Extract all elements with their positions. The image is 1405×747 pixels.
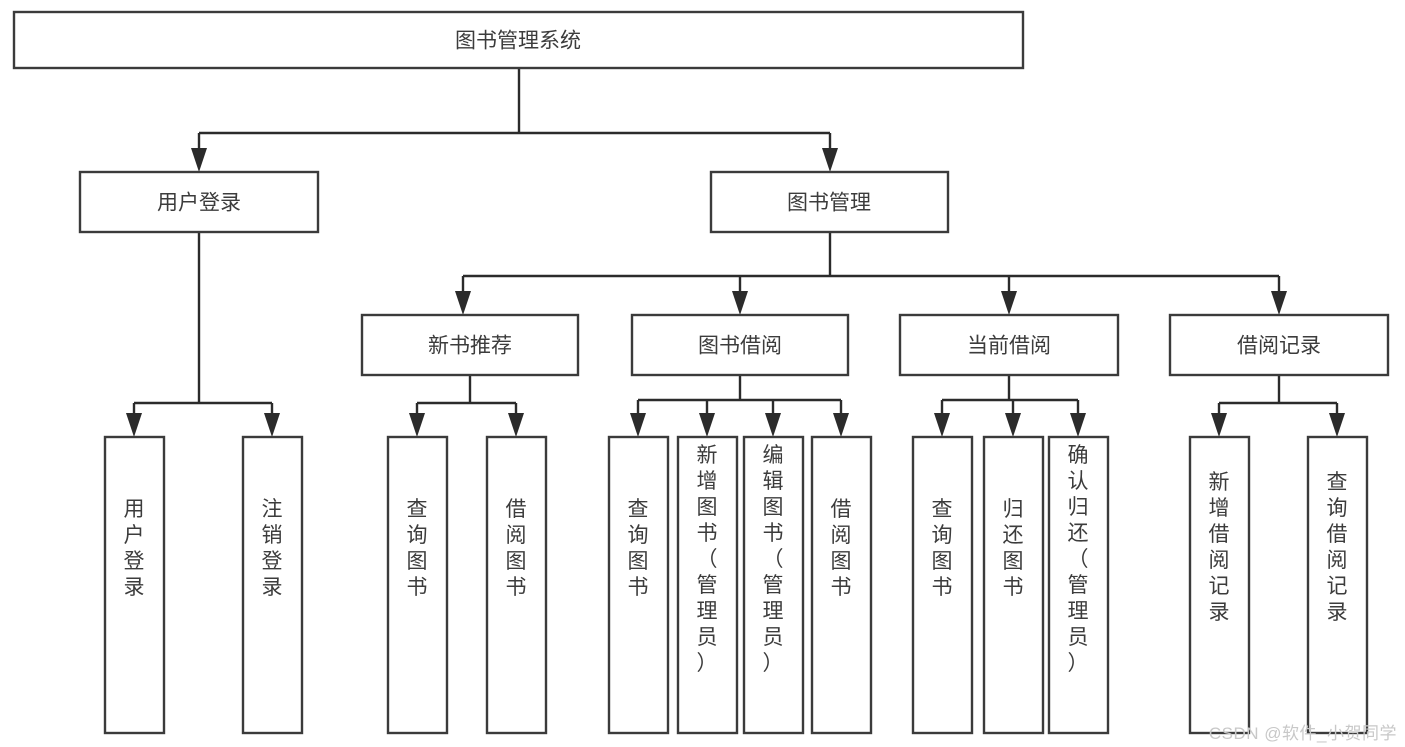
node-book-management[interactable]: 图书管理 [709, 170, 950, 234]
node-user-login-box[interactable] [78, 170, 320, 234]
node-leaf-return-book-label: 归还图书 [1003, 498, 1024, 599]
node-leaf-borrow-book-nbr[interactable]: 借阅图书 [485, 435, 548, 735]
arrowhead-leaf-user-login [126, 413, 142, 437]
node-book-borrow[interactable]: 图书借阅 [630, 313, 850, 377]
node-leaf-edit-book-admin-box[interactable] [742, 435, 805, 735]
node-leaf-query-book-nbr-label: 查询图书 [407, 498, 428, 599]
node-leaf-logout[interactable]: 注销登录 [241, 435, 304, 735]
node-leaf-borrow-book-nbr-box[interactable] [485, 435, 548, 735]
node-current-borrow-label: 当前借阅 [967, 335, 1051, 358]
arrowhead-cb-leaf2 [1005, 413, 1021, 437]
node-book-borrow-label: 图书借阅 [698, 335, 782, 358]
node-leaf-add-borrow-record-label: 新增借阅记录 [1209, 471, 1230, 624]
node-leaf-add-borrow-record-box[interactable] [1188, 435, 1251, 735]
arrowhead-bb-leaf3 [765, 413, 781, 437]
csdn-watermark: CSDN @软件_小贺同学 [1208, 724, 1397, 743]
node-book-management-box[interactable] [709, 170, 950, 234]
connector-layer [126, 68, 1345, 437]
node-leaf-query-book-cb-label: 查询图书 [932, 498, 953, 599]
node-leaf-query-borrow-record-box[interactable] [1306, 435, 1369, 735]
node-leaf-logout-box[interactable] [241, 435, 304, 735]
node-leaf-user-login[interactable]: 用户登录 [103, 435, 166, 735]
node-leaf-query-book-bb-label: 查询图书 [628, 498, 649, 599]
node-root-system-box[interactable] [12, 10, 1025, 70]
arrowhead-cb-leaf1 [934, 413, 950, 437]
arrowhead-user-login [191, 148, 207, 172]
node-leaf-confirm-return-admin-box[interactable] [1047, 435, 1110, 735]
node-root-system-label: 图书管理系统 [455, 30, 581, 53]
arrowhead-book-mgmt [822, 148, 838, 172]
node-leaf-edit-book-admin-label: 编辑图书（管理员） [763, 444, 784, 675]
node-current-borrow[interactable]: 当前借阅 [898, 313, 1120, 377]
node-new-book-recommend-label: 新书推荐 [428, 335, 512, 358]
node-leaf-borrow-book-bb-label: 借阅图书 [831, 498, 852, 599]
node-user-login[interactable]: 用户登录 [78, 170, 320, 234]
node-leaf-borrow-book-nbr-label: 借阅图书 [506, 498, 527, 599]
node-leaf-add-book-admin[interactable]: 新增图书（管理员） [676, 435, 739, 735]
node-user-login-label: 用户登录 [157, 192, 241, 215]
node-leaf-edit-book-admin[interactable]: 编辑图书（管理员） [742, 435, 805, 735]
node-leaf-logout-label: 注销登录 [262, 498, 283, 599]
node-leaf-confirm-return-admin-label: 确认归还（管理员） [1068, 444, 1089, 675]
node-new-book-recommend-box[interactable] [360, 313, 580, 377]
node-leaf-query-book-bb[interactable]: 查询图书 [607, 435, 670, 735]
node-current-borrow-box[interactable] [898, 313, 1120, 377]
node-leaf-query-book-nbr-box[interactable] [386, 435, 449, 735]
node-leaf-user-login-label: 用户登录 [124, 498, 145, 599]
arrowhead-nbr-leaf2 [508, 413, 524, 437]
arrowhead-current-borrow [1001, 291, 1017, 315]
node-leaf-add-book-admin-label: 新增图书（管理员） [697, 444, 718, 675]
arrowhead-bb-leaf4 [833, 413, 849, 437]
node-borrow-record-box[interactable] [1168, 313, 1390, 377]
node-root-system[interactable]: 图书管理系统 [12, 10, 1025, 70]
arrowhead-new-book-rec [455, 291, 471, 315]
node-leaf-query-borrow-record-label: 查询借阅记录 [1327, 471, 1348, 624]
node-leaf-query-book-cb-box[interactable] [911, 435, 974, 735]
arrowhead-book-borrow [732, 291, 748, 315]
node-leaf-user-login-box[interactable] [103, 435, 166, 735]
node-leaf-query-borrow-record[interactable]: 查询借阅记录 [1306, 435, 1369, 735]
node-new-book-recommend[interactable]: 新书推荐 [360, 313, 580, 377]
node-leaf-query-book-cb[interactable]: 查询图书 [911, 435, 974, 735]
arrowhead-nbr-leaf1 [409, 413, 425, 437]
node-borrow-record[interactable]: 借阅记录 [1168, 313, 1390, 377]
arrowhead-bb-leaf1 [630, 413, 646, 437]
node-leaf-query-book-nbr[interactable]: 查询图书 [386, 435, 449, 735]
arrowhead-cb-leaf3 [1070, 413, 1086, 437]
arrowhead-br-leaf2 [1329, 413, 1345, 437]
node-leaf-return-book[interactable]: 归还图书 [982, 435, 1045, 735]
node-leaf-query-book-bb-box[interactable] [607, 435, 670, 735]
arrowhead-br-leaf1 [1211, 413, 1227, 437]
node-leaf-add-borrow-record[interactable]: 新增借阅记录 [1188, 435, 1251, 735]
node-borrow-record-label: 借阅记录 [1237, 335, 1321, 358]
node-leaf-borrow-book-bb[interactable]: 借阅图书 [810, 435, 873, 735]
arrowhead-leaf-logout [264, 413, 280, 437]
node-leaf-add-book-admin-box[interactable] [676, 435, 739, 735]
node-book-borrow-box[interactable] [630, 313, 850, 377]
node-leaf-return-book-box[interactable] [982, 435, 1045, 735]
arrowhead-bb-leaf2 [699, 413, 715, 437]
node-leaf-borrow-book-bb-box[interactable] [810, 435, 873, 735]
arrowhead-borrow-record [1271, 291, 1287, 315]
node-book-management-label: 图书管理 [787, 192, 871, 215]
node-leaf-confirm-return-admin[interactable]: 确认归还（管理员） [1047, 435, 1110, 735]
